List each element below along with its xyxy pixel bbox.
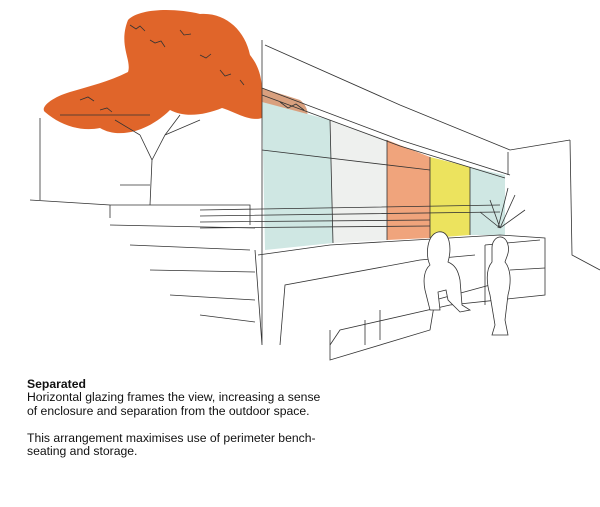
caption-paragraph-1: Horizontal glazing frames the view, incr… bbox=[27, 390, 321, 418]
panel-grey bbox=[330, 120, 387, 243]
seated-child-figure bbox=[423, 231, 472, 313]
panel-orange bbox=[387, 140, 430, 240]
building-lines bbox=[29, 40, 600, 361]
window-panels bbox=[262, 102, 505, 250]
architectural-sketch bbox=[29, 10, 600, 361]
panel-teal-left bbox=[262, 102, 333, 250]
standing-child-figure bbox=[486, 236, 511, 336]
tree-canopy-fill bbox=[43, 10, 262, 134]
people-figures bbox=[423, 187, 526, 336]
caption-paragraph-2: This arrangement maximises use of perime… bbox=[27, 430, 316, 459]
caption-title: Separated bbox=[27, 377, 86, 391]
panel-teal-right bbox=[470, 167, 505, 235]
panel-yellow bbox=[430, 157, 470, 238]
tree-branches bbox=[60, 24, 305, 206]
caption: Separated Horizontal glazing frames the … bbox=[27, 377, 327, 459]
plant bbox=[479, 187, 526, 229]
